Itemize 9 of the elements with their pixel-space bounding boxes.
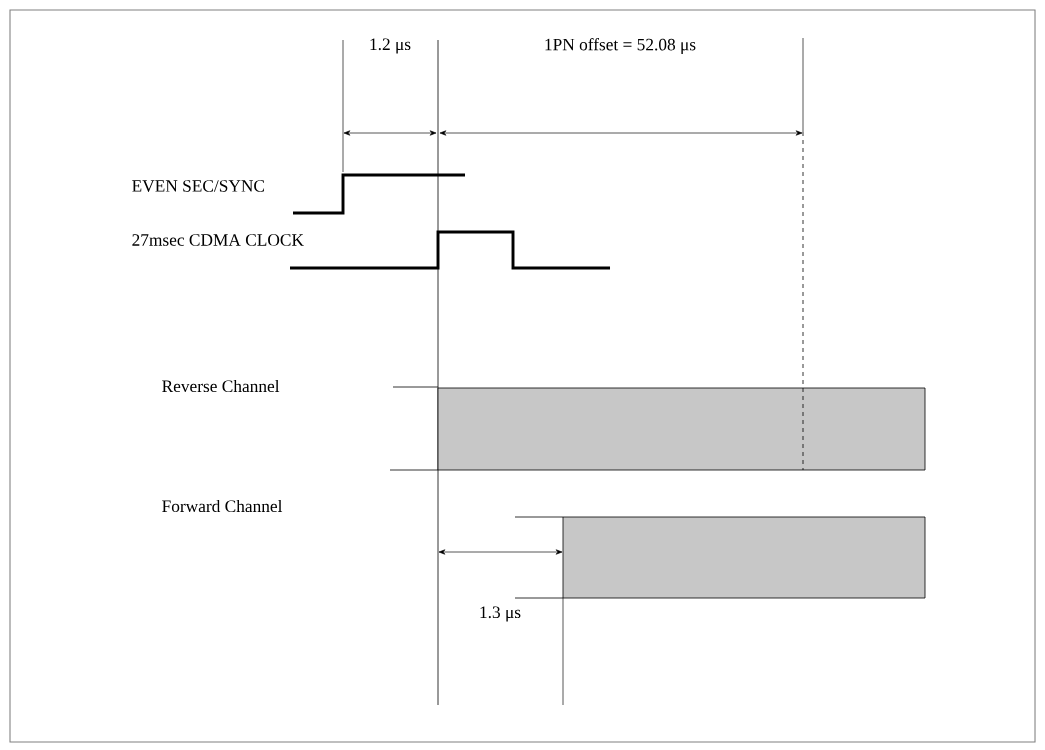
dimension-label: 1.2 μs (370, 38, 411, 54)
dimension-label: 1PN offset = 52.08 μs (545, 38, 696, 54)
channel-bar (437, 387, 926, 471)
dimension-label: 1.3 μs (480, 606, 521, 622)
signal-label: EVEN SEC/SYNC (132, 180, 264, 192)
signal-label: 27msec CDMA CLOCK (132, 234, 304, 246)
signal-label: Forward Channel (162, 499, 283, 513)
channel-bar (562, 516, 926, 599)
signal-label: Reverse Channel (162, 379, 280, 393)
